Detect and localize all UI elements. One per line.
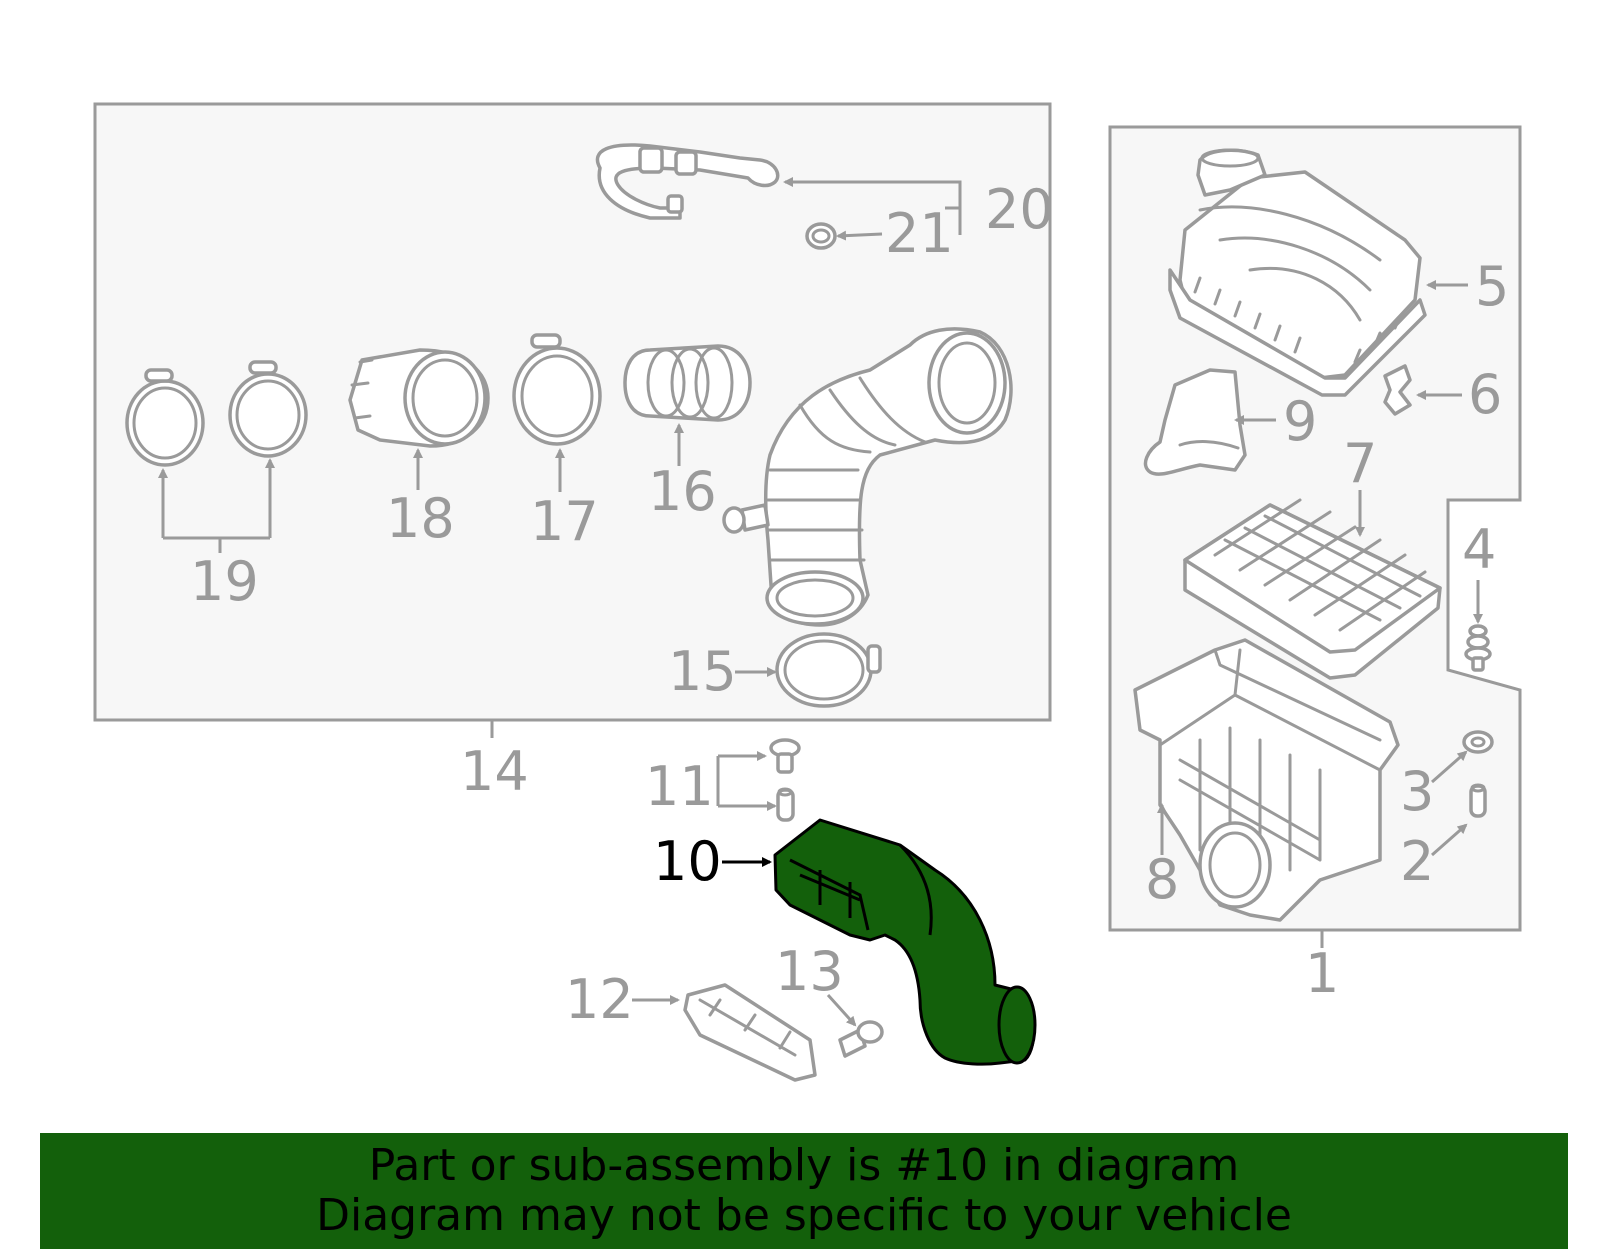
- banner-line-2: Diagram may not be specific to your vehi…: [316, 1190, 1292, 1241]
- part-20-breather-hose: [595, 143, 780, 220]
- part-11-bolt-collar: [769, 738, 801, 822]
- part-13-bolt: [838, 1020, 884, 1058]
- part-7-filter-element: [1183, 498, 1442, 680]
- part-14-intake-hose: [722, 327, 1013, 627]
- part-5-air-cleaner-cover: [1168, 148, 1427, 397]
- label-5: 5: [1475, 255, 1509, 318]
- part-3-grommet: [1462, 730, 1494, 754]
- leader-lines: [163, 177, 1483, 1027]
- label-14: 14: [460, 740, 529, 803]
- label-1: 1: [1305, 942, 1339, 1005]
- label-9: 9: [1283, 390, 1317, 453]
- label-19: 19: [190, 550, 259, 613]
- part-18-maf-housing: [348, 348, 490, 448]
- part-4-grommet: [1464, 624, 1492, 672]
- label-6: 6: [1468, 363, 1502, 426]
- part-2-collar: [1469, 783, 1487, 818]
- part-6-clip: [1383, 364, 1412, 416]
- part-17-clamp: [512, 333, 602, 446]
- label-18: 18: [386, 487, 455, 550]
- part-15-clamp: [775, 632, 882, 708]
- label-16: 16: [648, 460, 717, 523]
- label-20: 20: [985, 178, 1054, 241]
- banner-line-1: Part or sub-assembly is #10 in diagram: [368, 1140, 1240, 1191]
- label-12: 12: [565, 968, 634, 1031]
- part-9-duct: [1143, 368, 1247, 476]
- label-10: 10: [653, 830, 722, 893]
- callout-labels: 20 21 19 18 17 16 15 14 11 10 12 13 5 6 …: [190, 178, 1509, 1031]
- part-10-air-duct-highlighted: [773, 818, 1037, 1066]
- info-banner: Part or sub-assembly is #10 in diagram D…: [40, 1133, 1568, 1249]
- label-13: 13: [775, 940, 844, 1003]
- part-16-coupler: [623, 344, 752, 422]
- label-4: 4: [1462, 518, 1496, 581]
- label-11: 11: [645, 755, 714, 818]
- part-12-bracket: [683, 983, 817, 1082]
- label-7: 7: [1343, 432, 1377, 495]
- label-21: 21: [885, 202, 954, 265]
- part-21-clamp: [805, 222, 837, 250]
- label-3: 3: [1400, 760, 1434, 823]
- label-15: 15: [668, 640, 737, 703]
- label-8: 8: [1145, 848, 1179, 911]
- label-2: 2: [1400, 830, 1434, 893]
- label-17: 17: [530, 490, 599, 553]
- part-8-air-cleaner-body: [1133, 638, 1400, 922]
